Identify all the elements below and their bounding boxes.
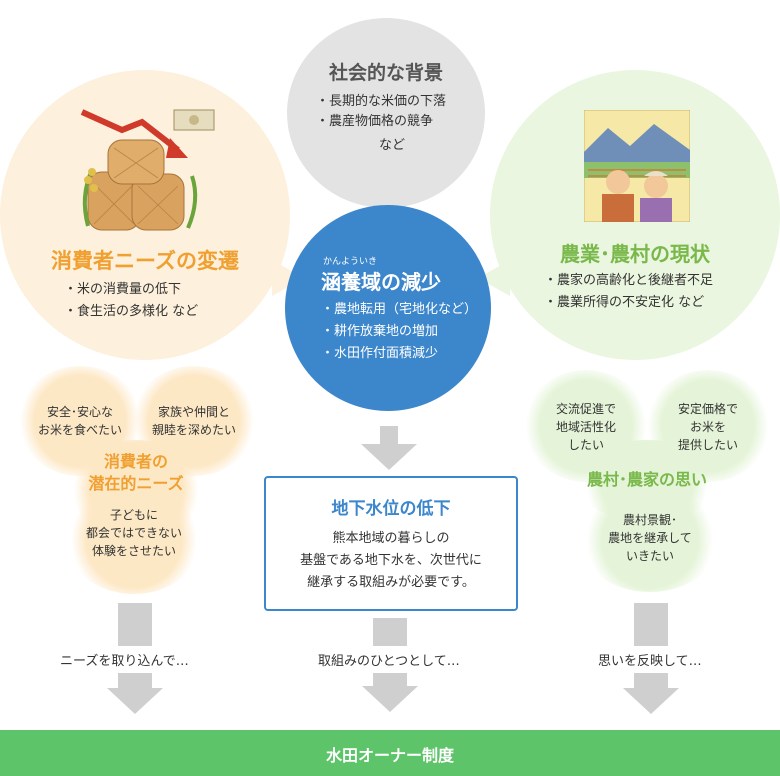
reduction-item: ・耕作放棄地の増加: [321, 324, 439, 339]
latent-title-line: 消費者の: [103, 452, 168, 471]
right-arrow-head: [623, 688, 679, 714]
groundwater-title: 地下水位の低下: [331, 499, 451, 519]
wish-line: いきたい: [625, 549, 674, 563]
farm-title: 農業･農村の現状: [560, 242, 710, 266]
reduction-item: ・農地転用（宅地化など）: [321, 302, 478, 317]
step-label-right: 思いを反映して…: [592, 646, 708, 673]
thoughts-blob: [580, 488, 720, 592]
consumer-item: ・米の消費量の低下: [64, 282, 182, 297]
owner-system-banner: [0, 730, 780, 776]
wish-line: したい: [567, 438, 604, 452]
center-upper-arrow-shaft: [380, 426, 398, 444]
social-tail: など: [378, 138, 405, 153]
social-title: 社会的な背景: [328, 62, 443, 84]
groundwater-box: [264, 476, 518, 611]
farm-list: ・農家の高齢化と後継者不足 ・農業所得の不安定化 など: [544, 270, 713, 314]
farmer-wish-revitalize: 交流促進で 地域活性化 したい: [528, 400, 644, 454]
wish-line: 安全･安心な: [46, 405, 113, 419]
step-label-left: ニーズを取り込んで…: [54, 646, 195, 673]
latent-needs-title: 消費者の 潜在的ニーズ: [60, 451, 212, 495]
social-list: ・長期的な米価の下落 ・農産物価格の競争: [316, 92, 446, 132]
consumer-wish-friendship: 家族や仲間と 親睦を深めたい: [138, 403, 250, 439]
wish-line: 農村景観･: [622, 513, 677, 527]
owner-system-banner-label: 水田オーナー制度: [325, 746, 454, 765]
farmer-wish-stable-price: 安定価格で お米を 提供したい: [650, 400, 766, 454]
wish-line: 都会ではできない: [85, 526, 182, 540]
wish-line: 提供したい: [677, 438, 738, 452]
groundwater-line: 熊本地域の暮らしの: [332, 531, 450, 546]
wish-line: 安定価格で: [677, 402, 738, 416]
farm-item: ・農家の高齢化と後継者不足: [544, 273, 714, 288]
farmer-wish-landscape: 農村景観･ 農地を継承して いきたい: [582, 511, 718, 565]
wish-line: 子どもに: [109, 508, 158, 522]
consumer-item: ・食生活の多様化 など: [64, 304, 199, 319]
wish-line: 家族や仲間と: [157, 405, 230, 419]
social-background-circle: [287, 18, 485, 208]
consumer-wish-experience: 子どもに 都会ではできない 体験をさせたい: [66, 506, 202, 560]
reduction-list: ・農地転用（宅地化など） ・耕作放棄地の増加 ・水田作付面積減少: [321, 299, 477, 365]
step-label-center: 取組みのひとつとして…: [312, 646, 466, 673]
wish-line: お米を: [689, 420, 726, 434]
wish-line: 親睦を深めたい: [151, 423, 236, 437]
groundwater-line: 基盤である地下水を、次世代に: [300, 553, 482, 568]
latent-title-line: 潜在的ニーズ: [88, 474, 184, 493]
recharge-area-reduction-circle: [285, 205, 491, 411]
groundwater-line: 継承する取組みが必要です。: [307, 575, 475, 590]
center-upper-arrow-head: [361, 444, 417, 470]
wish-line: 農地を継承して: [608, 531, 692, 545]
consumer-title: 消費者ニーズの変遷: [51, 249, 239, 273]
wish-line: お米を食べたい: [37, 423, 122, 437]
groundwater-text: 熊本地域の暮らしの 基盤である地下水を、次世代に 継承する取組みが必要です。: [266, 528, 516, 594]
consumer-list: ・米の消費量の低下 ・食生活の多様化 など: [64, 279, 198, 323]
farm-item: ・農業所得の不安定化 など: [544, 295, 705, 310]
thoughts-title: 農村･農家の思い: [586, 470, 707, 489]
left-arrow-head: [107, 688, 163, 714]
wish-line: 地域活性化: [555, 420, 616, 434]
elderly-farmers-icon: [584, 110, 690, 222]
social-item: ・長期的な米価の下落: [316, 94, 447, 109]
rice-bags-price-down-icon: [80, 109, 215, 231]
latent-needs-blob: [66, 486, 202, 594]
wish-line: 体験をさせたい: [91, 544, 176, 558]
center-arrow-head: [362, 686, 418, 712]
social-item: ・農産物価格の競争: [316, 114, 434, 129]
consumer-wish-safe-rice: 安全･安心な お米を食べたい: [24, 403, 136, 439]
wish-line: 交流促進で: [555, 402, 616, 416]
reduction-title: 涵養域の減少: [321, 270, 441, 294]
reduction-item: ・水田作付面積減少: [321, 346, 439, 361]
reduction-ruby: かんよういき: [323, 257, 378, 267]
